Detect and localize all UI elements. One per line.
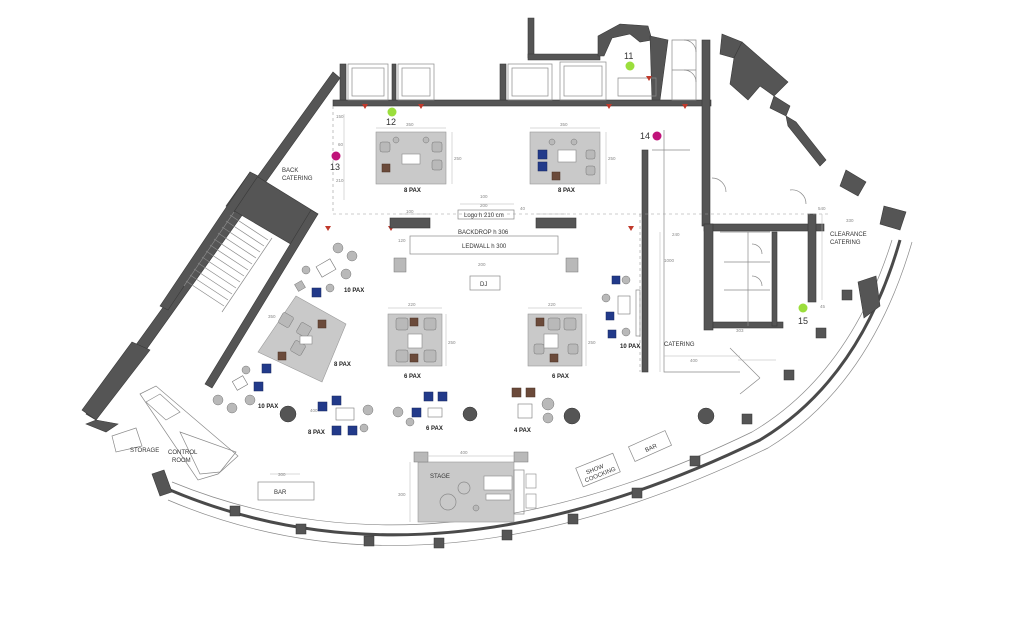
dim-label: 220 [408,302,416,307]
dim-label: 400 [690,358,698,363]
dimension-lines [270,114,823,522]
pax-label: 10 PAX [258,404,278,410]
dim-label: 200 [478,262,486,267]
dim-label: 45 [820,304,826,309]
service-rooms [617,39,807,395]
clearance-catering-label: CLEARANCE [830,232,867,238]
marker-14[interactable]: 14 [640,131,662,141]
dim-label: 250 [454,156,462,161]
lounge-area-low-6[interactable] [392,391,448,427]
dim-label: 100 [480,194,488,199]
lounge-area-low-8[interactable] [317,395,374,436]
lounge-area-diagonal[interactable] [257,295,347,383]
bar-right [628,430,672,462]
dim-label: 1000 [664,258,675,263]
dim-label: 150 [336,114,344,119]
dim-label: 400 [460,450,468,455]
lounge-area-mid-right[interactable] [527,313,583,367]
marker-11[interactable]: 11 [624,51,635,71]
marker-13[interactable]: 13 [330,151,341,173]
lounge-area-lower-left[interactable] [212,363,272,414]
pax-label: 6 PAX [404,374,421,380]
dim-label: 330 [846,218,854,223]
lounge-area-low-4[interactable] [511,387,555,424]
svg-text:11: 11 [624,51,633,61]
marker-12[interactable]: 12 [386,107,397,128]
control-room-label: ROOM [172,458,191,464]
pax-label: 8 PAX [404,188,421,194]
pax-label: 4 PAX [514,428,531,434]
backdrop-ledwall: Logo h 210 cm BACKDROP h 306 LEDWALL h 3… [389,209,579,291]
stage[interactable] [413,451,537,523]
ledwall-label: LEDWALL h 300 [462,244,507,250]
backdrop-label: BACKDROP h 306 [458,230,509,236]
bar-left [257,481,315,501]
logo-label: Logo h 210 cm [464,213,504,219]
dim-label: 250 [448,340,456,345]
pax-label: 8 PAX [308,430,325,436]
catering-label: CATERING [664,342,695,348]
stage-label: STAGE [430,474,450,480]
back-catering-label: CATERING [282,176,313,182]
marker-15[interactable]: 15 [798,303,808,327]
elevators [339,61,607,101]
dim-label: 250 [608,156,616,161]
dim-label: 100 [406,209,414,214]
dim-label: 350 [268,314,276,319]
dim-label: 303 [736,328,744,333]
clearance-catering-label: CATERING [830,240,861,246]
bar-label: BAR [274,490,287,496]
control-room [111,385,239,481]
outer-walls [81,17,907,433]
facade [151,239,913,549]
bar-label: BAR [645,443,659,454]
dim-label: 350 [406,122,414,127]
dim-label: 40 [520,206,526,211]
dim-label: 120 [398,238,406,243]
dim-label: 300 [278,472,286,477]
back-catering-label: BACK [282,168,298,174]
dim-label: 350 [560,122,568,127]
dim-label: 400 [310,408,318,413]
lounge-area-top-right[interactable] [529,131,601,185]
svg-text:14: 14 [640,131,650,141]
pax-label: 8 PAX [334,362,351,368]
dim-label: 60 [338,142,344,147]
pax-label: 8 PAX [558,188,575,194]
lounge-area-mid-left[interactable] [387,313,443,367]
lounge-area-left-10[interactable] [294,242,358,298]
dim-label: 240 [672,232,680,237]
svg-text:15: 15 [798,316,808,326]
pax-label: 6 PAX [426,426,443,432]
pax-label: 10 PAX [620,344,640,350]
svg-text:13: 13 [330,162,340,172]
emergency-markers [325,76,688,231]
lounge-area-top-left[interactable] [375,131,447,185]
dim-label: 200 [480,203,488,208]
dim-label: 250 [588,340,596,345]
show-cooking [575,452,621,488]
dim-label: 300 [398,492,406,497]
lounge-area-right-10[interactable] [601,275,641,339]
round-pillars [279,405,715,425]
dim-label: 210 [336,178,344,183]
pax-label: 10 PAX [344,288,364,294]
dim-label: 540 [818,206,826,211]
staircase [183,211,273,313]
dim-label: 220 [548,302,556,307]
pax-label: 6 PAX [552,374,569,380]
storage-label: STORAGE [130,448,159,454]
control-room-label: CONTROL [168,450,198,456]
svg-text:12: 12 [386,117,396,127]
dj-label: DJ [480,282,487,288]
